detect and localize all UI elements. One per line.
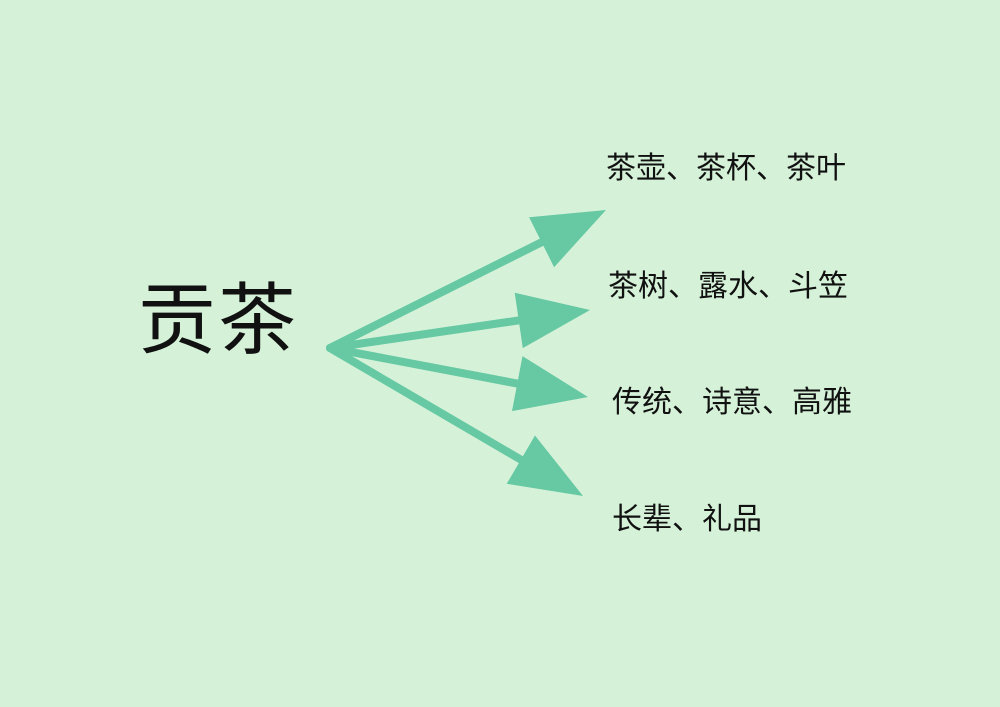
branch-label-3: 传统、诗意、高雅	[612, 385, 852, 420]
central-topic: 贡茶	[138, 276, 299, 366]
arrow-group	[326, 210, 606, 496]
arrow-head-4	[506, 435, 583, 496]
arrow-shaft-1	[326, 236, 550, 352]
branch-label-4: 长辈、礼品	[612, 502, 762, 537]
branch-label-1: 茶壶、茶杯、茶叶	[606, 151, 846, 186]
arrow-shaft-4	[326, 344, 529, 466]
arrow-head-3	[512, 356, 588, 412]
arrow-shaft-2	[326, 315, 527, 352]
arrow-head-1	[529, 210, 606, 268]
branch-label-2: 茶树、露水、斗笠	[608, 269, 848, 304]
arrow-head-2	[514, 292, 590, 349]
arrow-shaft-3	[326, 344, 526, 389]
